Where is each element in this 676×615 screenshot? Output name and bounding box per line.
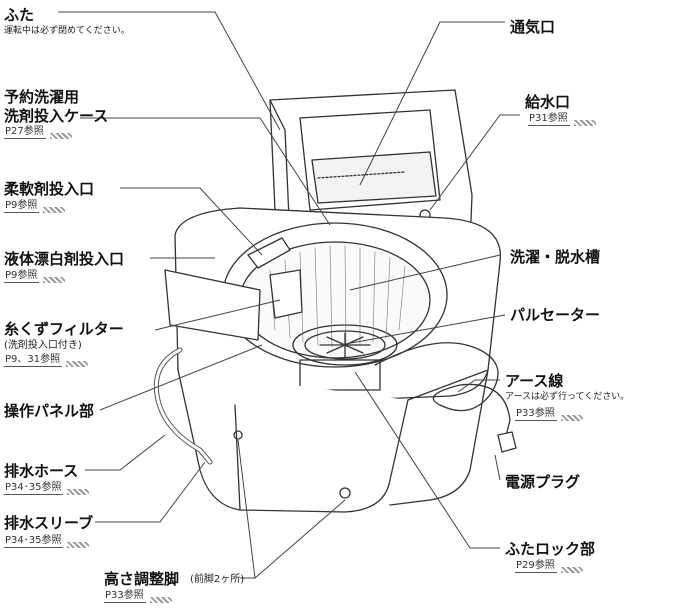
label-lid: ふた (4, 6, 35, 24)
label-earth-wire: アース線 (505, 372, 564, 390)
ref-earth-wire: P33参照 (515, 408, 583, 421)
label-control-panel: 操作パネル部 (4, 402, 95, 420)
label-bleach-inlet: 液体漂白剤投入口 (4, 250, 125, 268)
note-lid: 運転中は必ず閉めてください。 (4, 26, 130, 36)
ref-softener-inlet: P9参照 (4, 200, 67, 213)
label-pulsator: パルセーター (510, 306, 601, 324)
label-drain-hose: 排水ホース (4, 462, 79, 480)
foot-right (339, 487, 351, 499)
label-wash-tub: 洗濯・脱水槽 (510, 248, 601, 266)
label-lid-lock: ふたロック部 (505, 540, 596, 558)
ref-adjustable-feet: P33参照 (104, 590, 172, 603)
ref-bleach-inlet: P9参照 (4, 270, 67, 283)
ref-detergent-case: P27参照 (4, 126, 72, 139)
power-plug (497, 431, 517, 453)
label-vent: 通気口 (510, 18, 556, 36)
ref-drain-sleeve: P34･35参照 (4, 535, 91, 548)
label-softener-inlet: 柔軟剤投入口 (4, 180, 95, 198)
sub-lint-filter: (洗剤投入口付き) (4, 340, 82, 351)
label-power-plug: 電源プラグ (505, 473, 581, 491)
ref-lid-lock: P29参照 (515, 560, 583, 573)
lint-filter (269, 269, 303, 319)
label-drain-sleeve: 排水スリーブ (4, 514, 94, 532)
sub-adjustable-feet: (前脚2ヶ所) (190, 574, 245, 585)
pulsator (304, 330, 386, 360)
ref-lint-filter: P9、31参照 (4, 354, 89, 367)
power-cord (374, 342, 511, 441)
label-lint-filter: 糸くずフィルター (4, 320, 124, 338)
ref-water-inlet: P31参照 (528, 113, 596, 126)
label-detergent-case-1: 予約洗濯用 (4, 88, 80, 106)
ref-drain-hose: P34･35参照 (4, 482, 91, 495)
note-earth-wire: アースは必ず行ってください。 (505, 392, 630, 402)
control-panel (164, 269, 261, 341)
label-adjustable-feet: 高さ調整脚 (104, 570, 180, 588)
label-detergent-case-2: 洗剤投入ケース (4, 107, 109, 125)
foot-left (233, 430, 243, 440)
label-water-inlet: 給水口 (525, 93, 571, 111)
